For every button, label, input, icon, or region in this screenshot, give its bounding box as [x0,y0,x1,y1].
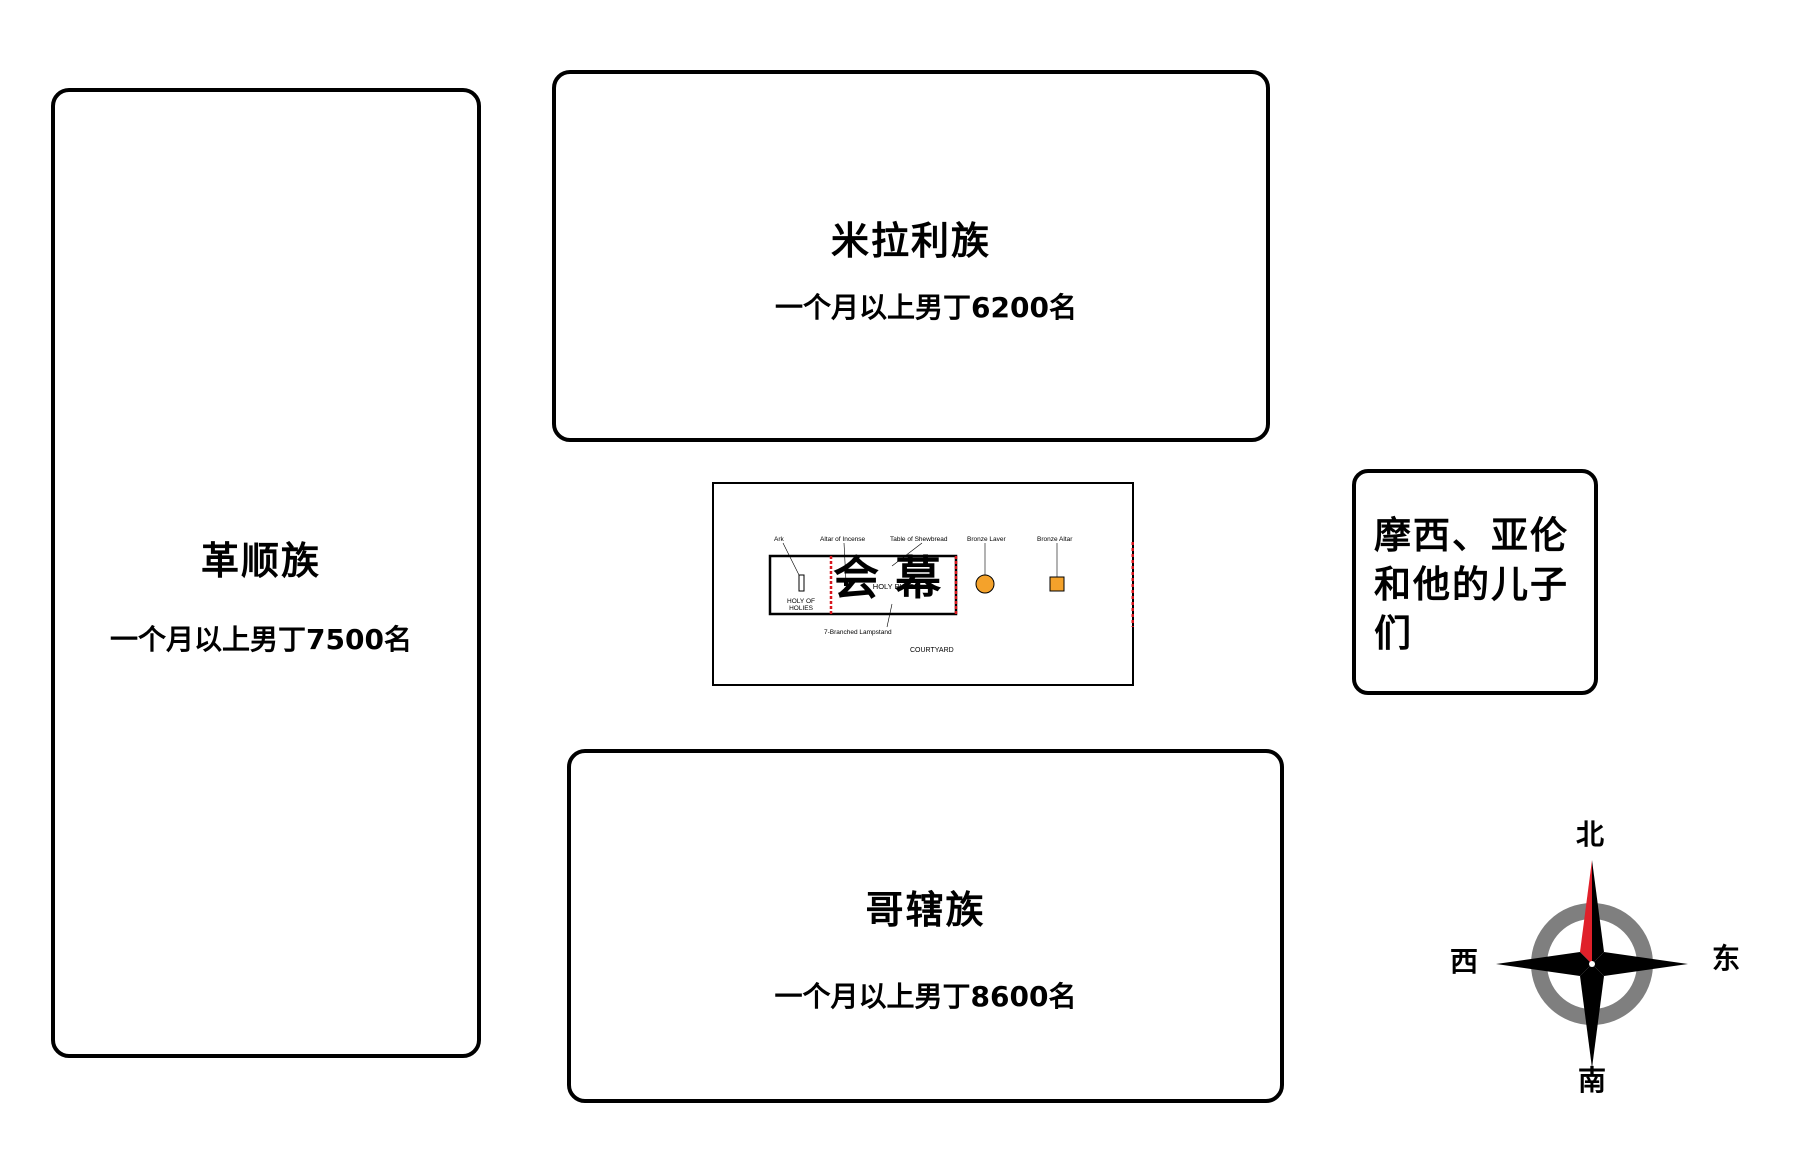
camp-moses-aaron: 摩西、亚伦和他的儿子们 [1352,469,1598,695]
tabernacle-diagram: Ark Altar of Incense Table of Shewbread … [712,482,1134,686]
camp-gershon: 革顺族 一个月以上男丁7500名 [51,88,481,1058]
compass-north-label: 北 [1576,818,1605,851]
compass-south-label: 南 [1578,1064,1607,1097]
courtyard-label: COURTYARD [910,647,954,654]
tabernacle-title: 会 幕 [833,551,942,605]
tent-outline [768,554,958,616]
camp-kohath-count: 一个月以上男丁8600名 [774,980,1077,1013]
bronze-altar-label: Bronze Altar [1037,536,1073,543]
table-of-shewbread-label: Table of Shewbread [890,536,948,543]
camp-kohath-name: 哥辖族 [865,888,986,932]
holy-place-label: HOLY PLACE [873,582,919,591]
lampstand-pointer [886,603,893,628]
compass-needle-south [1580,964,1604,1068]
camp-gershon-count: 一个月以上男丁7500名 [110,623,412,656]
compass-needle-east [1592,952,1688,976]
compass-rose [1496,860,1688,1068]
camp-merari: 米拉利族 一个月以上男丁6200名 [552,70,1270,442]
altar-of-incense-icon [844,582,848,586]
holy-of-holies-label-line2: HOLIES [789,605,814,612]
holy-of-holies-label-line1: HOLY OF [787,598,815,605]
altar-of-incense-label: Altar of Incense [820,536,866,543]
bronze-laver-label: Bronze Laver [967,536,1006,543]
compass-needle-north-red [1580,860,1592,964]
camp-moses-aaron-label: 摩西、亚伦和他的儿子们 [1374,514,1569,655]
ark-label: Ark [774,536,785,543]
compass-west-label: 西 [1450,945,1479,978]
bronze-altar-icon [1049,576,1065,592]
ark-icon [798,574,805,592]
ark-pointer [782,542,800,576]
camp-merari-count: 一个月以上男丁6200名 [775,291,1077,324]
compass-east-label: 东 [1712,942,1741,975]
camp-kohath: 哥辖族 一个月以上男丁8600名 [567,749,1284,1103]
incense-pointer [843,542,847,583]
compass-needle-north-dark [1592,860,1604,964]
camp-merari-name: 米拉利族 [830,219,991,263]
compass-center [1589,961,1595,967]
bronze-laver-icon [975,574,995,594]
camp-gershon-name: 革顺族 [200,539,321,583]
compass-needle-west [1496,952,1592,976]
showbread-pointer [891,542,923,567]
lampstand-label: 7-Branched Lampstand [824,629,892,636]
